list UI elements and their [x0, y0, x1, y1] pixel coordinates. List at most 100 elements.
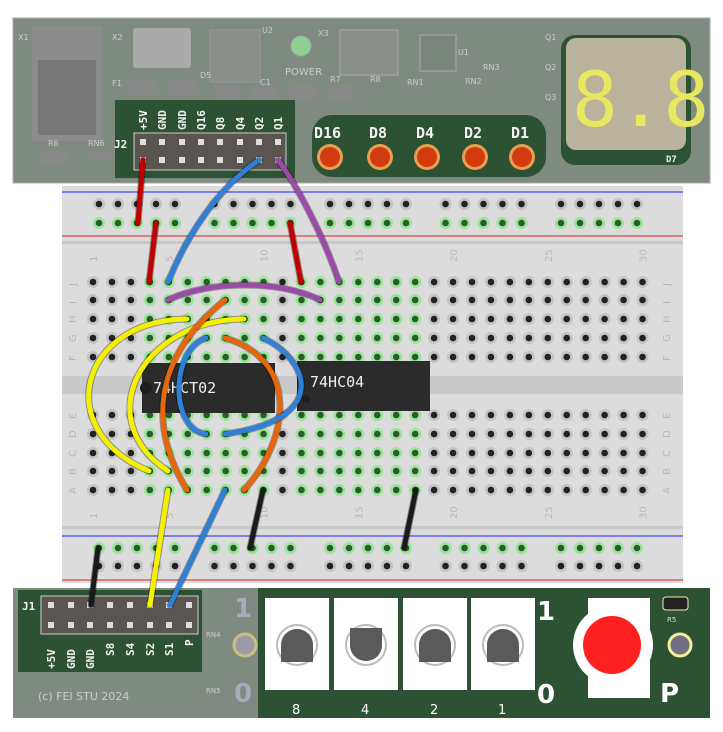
dip-switch-8[interactable] — [265, 598, 329, 690]
purple-wire[interactable] — [164, 281, 324, 304]
blue-wire[interactable] — [166, 486, 229, 609]
orange-wire[interactable] — [159, 296, 229, 494]
column-number: 5 — [165, 513, 176, 519]
column-number: 1 — [89, 513, 100, 519]
hole-center — [383, 200, 391, 208]
hole-center — [184, 278, 192, 286]
hole-center — [222, 411, 229, 419]
hole-center — [525, 411, 533, 419]
hole-center — [279, 334, 286, 342]
hole-center — [468, 296, 476, 304]
hole-center — [620, 486, 627, 494]
hole-center — [601, 334, 608, 342]
j1-pin-label: S2 — [144, 643, 157, 656]
dip-switch-4[interactable] — [334, 598, 398, 690]
hole-center — [241, 411, 248, 419]
led-label: D4 — [416, 124, 434, 142]
switch-lever[interactable] — [419, 629, 451, 662]
push-button-p[interactable] — [573, 598, 653, 698]
hole-center — [279, 449, 286, 457]
orange-wire[interactable] — [221, 334, 284, 494]
yellow-wire[interactable] — [126, 315, 248, 475]
hole-center — [298, 411, 305, 419]
hole-center — [633, 200, 641, 208]
hole-center — [373, 486, 381, 494]
hole-center — [499, 219, 506, 227]
switch-lever[interactable] — [281, 629, 313, 662]
button-cap[interactable] — [583, 616, 641, 674]
hole-center — [499, 544, 506, 552]
hole-center — [260, 430, 267, 438]
hole-center — [392, 353, 400, 361]
hole-center — [563, 430, 571, 438]
row-label: C — [68, 450, 79, 457]
black-wire[interactable] — [400, 486, 420, 552]
column-number: 5 — [165, 256, 176, 262]
hole-center — [411, 353, 419, 361]
hole-center — [287, 200, 294, 208]
hole-center — [411, 278, 419, 286]
hole-center — [576, 219, 584, 227]
switch-lever[interactable] — [350, 628, 382, 661]
hole-center — [95, 200, 103, 208]
row-label: E — [662, 413, 673, 419]
header-pin — [127, 602, 133, 608]
hole-center — [544, 449, 552, 457]
hole-center — [211, 544, 218, 552]
hole-center — [364, 219, 372, 227]
hole-center — [95, 219, 103, 227]
hole-center — [449, 296, 457, 304]
hole-center — [601, 296, 608, 304]
hole-center — [461, 200, 468, 208]
black-wire[interactable] — [87, 544, 102, 609]
purple-wire[interactable] — [274, 156, 343, 286]
side-label-0: 0 — [234, 679, 252, 709]
j1-pin-label: GND — [84, 649, 97, 669]
hole-center — [230, 544, 237, 552]
blue-wire[interactable] — [164, 156, 263, 286]
hole-center — [298, 430, 305, 438]
hole-center — [557, 219, 565, 227]
yellow-wire[interactable] — [146, 486, 172, 609]
hole-center — [364, 544, 372, 552]
button-label: P — [660, 679, 679, 709]
hole-center — [411, 467, 419, 475]
hole-center — [355, 467, 362, 475]
yellow-wire[interactable] — [85, 315, 191, 475]
hole-center — [355, 278, 362, 286]
switch-lever[interactable] — [487, 629, 519, 662]
hole-center — [133, 562, 141, 570]
hole-center — [355, 486, 362, 494]
led-label: D8 — [369, 124, 387, 142]
hole-center — [601, 449, 608, 457]
hole-center — [89, 449, 97, 457]
dip-switch-2[interactable] — [403, 598, 467, 690]
hole-center — [127, 334, 135, 342]
hole-center — [222, 449, 229, 457]
red-wire[interactable] — [134, 156, 147, 227]
header-pin — [166, 622, 172, 628]
hole-center — [184, 449, 192, 457]
hole-center — [336, 449, 343, 457]
dip-switch-1[interactable] — [471, 598, 535, 690]
hole-center — [518, 544, 525, 552]
red-wire[interactable] — [145, 219, 160, 286]
blue-wire[interactable] — [175, 334, 210, 438]
hole-center — [449, 430, 457, 438]
hole-center — [279, 486, 286, 494]
blue-wire[interactable] — [221, 334, 305, 438]
hole-center — [582, 467, 589, 475]
hole-center — [620, 430, 627, 438]
hole-center — [402, 562, 410, 570]
black-wire[interactable] — [246, 486, 267, 552]
hole-center — [241, 296, 248, 304]
r5-label: R5 — [667, 616, 676, 624]
hole-center — [114, 219, 122, 227]
hole-center — [383, 219, 391, 227]
red-wire[interactable] — [286, 219, 305, 286]
hole-center — [127, 278, 135, 286]
hole-center — [171, 219, 179, 227]
x2-usb — [133, 28, 191, 68]
hole-center — [461, 544, 468, 552]
